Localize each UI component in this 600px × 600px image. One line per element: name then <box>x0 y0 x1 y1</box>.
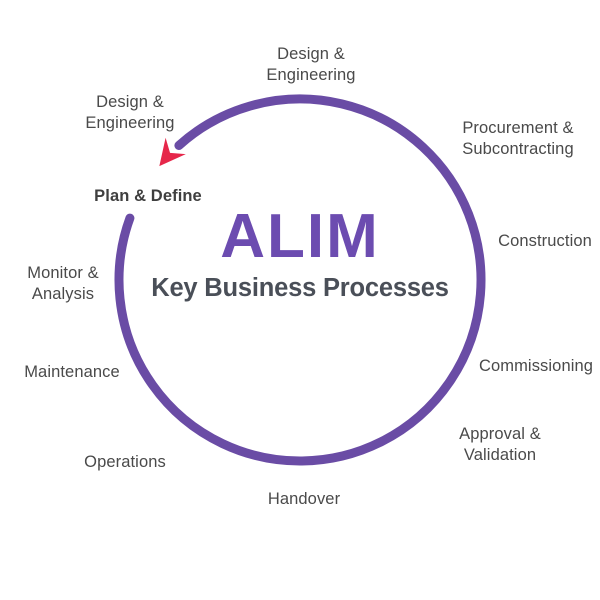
stage-label-commissioning: Commissioning <box>478 357 594 375</box>
page-subtitle: Key Business Processes <box>151 274 449 302</box>
page-title: ALIM <box>220 202 380 271</box>
stage-label-design-engineering-top: Design & Engineering <box>266 45 356 85</box>
stage-label-procurement-subcontracting: Procurement & Subcontracting <box>462 119 574 159</box>
cycle-arrowhead-icon <box>159 137 186 167</box>
center-text-block: ALIM Key Business Processes <box>110 202 490 303</box>
stage-label-handover: Handover <box>267 490 341 508</box>
stage-label-maintenance: Maintenance <box>24 363 120 381</box>
stage-label-construction: Construction <box>498 232 592 250</box>
stage-label-design-engineering-left: Design & Engineering <box>85 93 175 133</box>
stage-label-plan-define: Plan & Define <box>94 187 202 205</box>
cycle-ring-arc <box>114 94 486 466</box>
stage-label-monitor-analysis: Monitor & Analysis <box>27 264 99 304</box>
stage-label-operations: Operations <box>84 453 166 471</box>
stage-label-approval-validation: Approval & Validation <box>459 425 541 465</box>
